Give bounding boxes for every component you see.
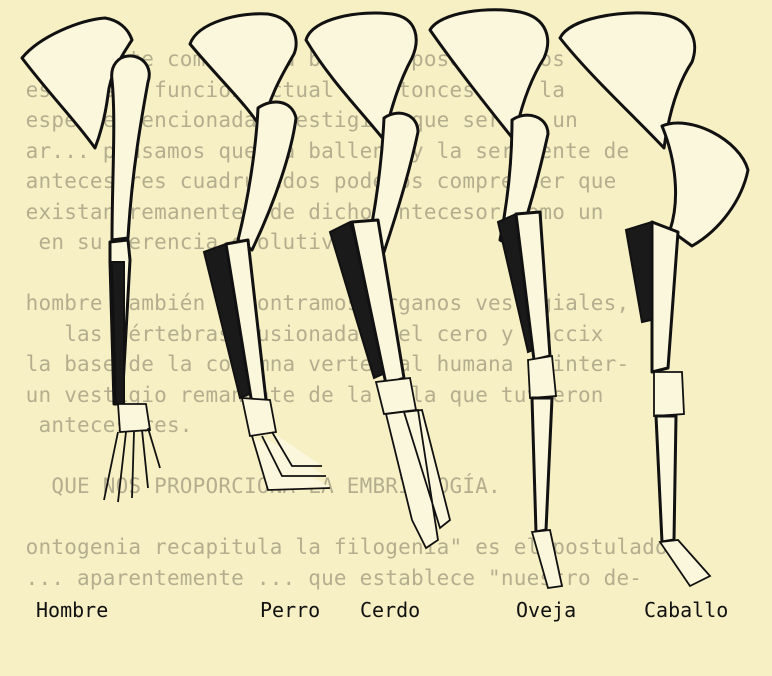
hombre-humerus	[112, 56, 150, 240]
caballo-carpals	[654, 372, 684, 416]
hombre-digits	[104, 428, 160, 502]
caballo-humerus	[662, 123, 748, 246]
hombre-carpals	[118, 404, 150, 432]
labels-row: Hombre Perro Cerdo Oveja Caballo	[0, 598, 772, 628]
hombre-limb	[22, 18, 160, 502]
caballo-ulna	[652, 222, 678, 372]
perro-carpals	[242, 398, 276, 436]
oveja-carpals	[528, 356, 556, 398]
label-cerdo: Cerdo	[360, 598, 420, 622]
perro-digits	[252, 432, 330, 490]
oveja-metacarpal	[532, 398, 552, 532]
caballo-limb	[560, 13, 748, 586]
perro-humerus	[238, 102, 296, 250]
label-caballo: Caballo	[644, 598, 728, 622]
oveja-limb	[430, 10, 562, 588]
cerdo-digits	[386, 410, 450, 548]
perro-limb	[190, 14, 330, 490]
label-perro: Perro	[260, 598, 320, 622]
caballo-metacarpal	[656, 416, 676, 542]
label-oveja: Oveja	[516, 598, 576, 622]
forelimb-bones-diagram	[0, 0, 772, 632]
label-hombre: Hombre	[36, 598, 108, 622]
oveja-hoof	[532, 530, 562, 588]
cerdo-carpals	[376, 378, 416, 414]
cerdo-limb	[306, 13, 450, 548]
caballo-hoof	[660, 540, 710, 586]
